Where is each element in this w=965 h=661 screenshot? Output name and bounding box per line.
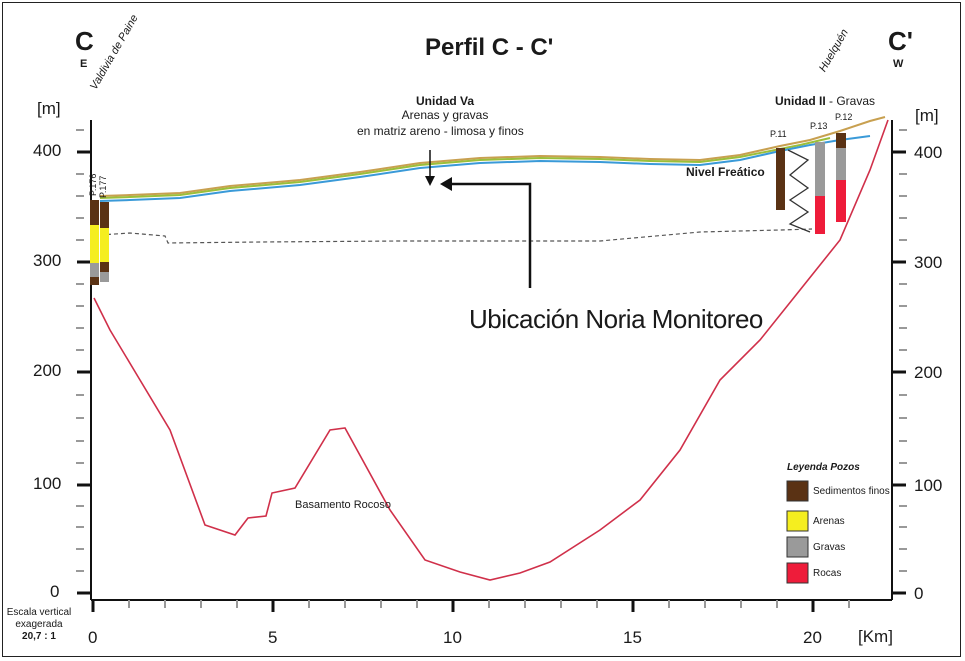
basement-rock-line bbox=[93, 119, 889, 581]
unit-va-arrowhead bbox=[425, 176, 435, 186]
y-tick-left-300: 300 bbox=[33, 251, 62, 270]
well-p13 bbox=[815, 142, 825, 234]
lower-water-level-dashed bbox=[99, 228, 813, 244]
y-tick-right-300: 300 bbox=[914, 253, 943, 272]
unit-ii-rest: - Gravas bbox=[825, 94, 876, 108]
left-section-letter: C bbox=[75, 26, 94, 56]
y-tick-left-400: 400 bbox=[33, 141, 62, 160]
well-p11 bbox=[776, 148, 785, 210]
y-tick-right-100: 100 bbox=[914, 476, 943, 495]
legend-swatches bbox=[786, 480, 809, 584]
unit-va-line1: Arenas y gravas bbox=[401, 108, 489, 122]
well-label-p13: P.13 bbox=[810, 121, 828, 131]
unit-va-line2: en matriz areno - limosa y finos bbox=[357, 124, 524, 138]
left-axis-ticks bbox=[76, 129, 91, 595]
y-tick-left-100: 100 bbox=[33, 474, 62, 493]
legend-swatch-rocas bbox=[786, 562, 809, 584]
legend-title: Leyenda Pozos bbox=[787, 462, 860, 473]
x-unit: [Km] bbox=[858, 627, 893, 646]
unit-va-annotation: Unidad Va Arenas y gravas bbox=[380, 94, 510, 122]
x-tick-15: 15 bbox=[623, 628, 642, 647]
unit-va-title: Unidad Va bbox=[415, 94, 474, 108]
noria-arrowhead bbox=[440, 177, 452, 191]
well-label-p177: P.177 bbox=[98, 175, 108, 198]
x-tick-5: 5 bbox=[268, 628, 278, 647]
legend-label-gravas: Gravas bbox=[813, 542, 846, 553]
y-unit-right: [m] bbox=[915, 106, 939, 125]
unit-ii-bold: Unidad II bbox=[775, 94, 826, 108]
water-table-label: Nivel Freático bbox=[686, 165, 765, 179]
legend-label-arenas: Arenas bbox=[813, 516, 845, 527]
well-label-p12: P.12 bbox=[835, 112, 853, 122]
ground-surface-green bbox=[99, 137, 831, 199]
legend-swatch-sedimentos bbox=[786, 480, 809, 502]
ground-surface-brown bbox=[99, 116, 886, 197]
right-direction: W bbox=[893, 58, 904, 70]
well-label-p11: P.11 bbox=[770, 129, 787, 139]
left-direction: E bbox=[80, 58, 88, 70]
scale-note-line-2: exagerada bbox=[15, 619, 63, 630]
right-axis-ticks bbox=[892, 129, 907, 595]
legend-label-sedimentos: Sedimentos finos bbox=[813, 486, 890, 497]
y-tick-left-0: 0 bbox=[50, 582, 60, 601]
basement-label: Basamento Rocoso bbox=[295, 499, 391, 511]
fault-zigzag bbox=[787, 149, 811, 233]
profile-title: Perfil C - C' bbox=[425, 34, 554, 61]
scale-note-line-1: Escala vertical bbox=[6, 607, 72, 618]
legend-swatch-arenas bbox=[786, 510, 809, 532]
vertical-scale-note: Escala vertical exagerada 20,7 : 1 bbox=[6, 607, 72, 643]
x-tick-0: 0 bbox=[88, 628, 98, 647]
x-tick-20: 20 bbox=[803, 628, 822, 647]
right-section-letter: C' bbox=[888, 26, 913, 56]
well-p12 bbox=[836, 133, 846, 222]
y-tick-right-200: 200 bbox=[914, 363, 943, 382]
y-unit-left: [m] bbox=[37, 99, 61, 118]
x-axis-ticks bbox=[91, 600, 850, 612]
noria-label: Ubicación Noria Monitoreo bbox=[469, 304, 763, 334]
y-tick-right-400: 400 bbox=[914, 143, 943, 162]
water-table-blue bbox=[99, 135, 871, 202]
y-tick-left-200: 200 bbox=[33, 361, 62, 380]
unit-ii-label: Unidad II - Gravas bbox=[775, 94, 875, 108]
well-p177 bbox=[100, 202, 109, 282]
scale-note-line-3: 20,7 : 1 bbox=[22, 631, 56, 642]
legend-label-rocas: Rocas bbox=[813, 568, 842, 579]
legend-swatch-gravas bbox=[786, 536, 809, 558]
well-p176 bbox=[90, 200, 99, 285]
x-tick-10: 10 bbox=[443, 628, 462, 647]
well-label-p176: P.176 bbox=[88, 173, 98, 196]
noria-arrow-line bbox=[450, 182, 532, 288]
y-tick-right-0: 0 bbox=[914, 584, 924, 603]
